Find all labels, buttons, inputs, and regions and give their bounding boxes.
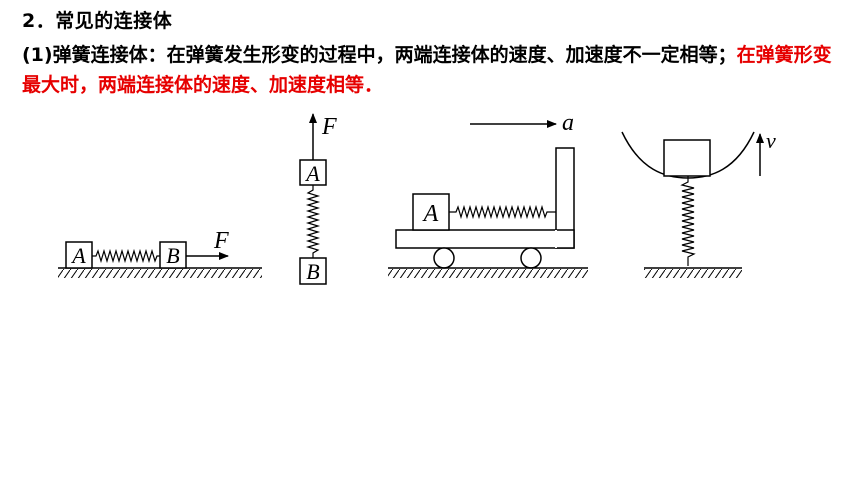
cart-wheel-right [520,247,542,269]
figure-bowl-spring: v [621,128,776,278]
paragraph-highlight: 在弹簧形变最大时，两端连接体的速度、加速度相等． [22,44,832,96]
spring [449,204,556,220]
acceleration-label: a [562,110,574,136]
block-b-label: B [166,243,179,268]
spring [92,248,160,264]
block-a-label: A [422,201,439,227]
cart-base [395,229,575,249]
block-a-label: A [70,243,86,268]
force-label: F [213,228,229,254]
force-label: F [321,114,337,140]
spring-connector-paragraph: (1)弹簧连接体：在弹簧发生形变的过程中，两端连接体的速度、加速度不一定相等；在… [22,40,842,100]
block-b [159,241,187,269]
ground-hatch [388,269,588,278]
section-heading: 2．常见的连接体 [22,10,173,32]
figure-horizontal-spring: A B F [58,228,262,278]
cart-wheel-left [433,247,455,269]
ground-hatch [644,269,742,278]
spring [305,185,321,258]
ground-hatch [58,269,262,278]
block-b [299,257,327,285]
paragraph-text: 弹簧连接体：在弹簧发生形变的过程中，两端连接体的速度、加速度不一定相等； [52,44,737,66]
block-a [65,241,93,269]
velocity-label: v [766,128,776,153]
figure-vertical-spring: F A B [299,113,337,285]
paragraph-prefix: (1) [22,44,53,66]
block [663,139,711,177]
block-b-label: B [306,259,319,284]
block-a-label: A [304,161,320,186]
spring [680,176,696,266]
figure-cart-spring: a A [388,110,588,278]
